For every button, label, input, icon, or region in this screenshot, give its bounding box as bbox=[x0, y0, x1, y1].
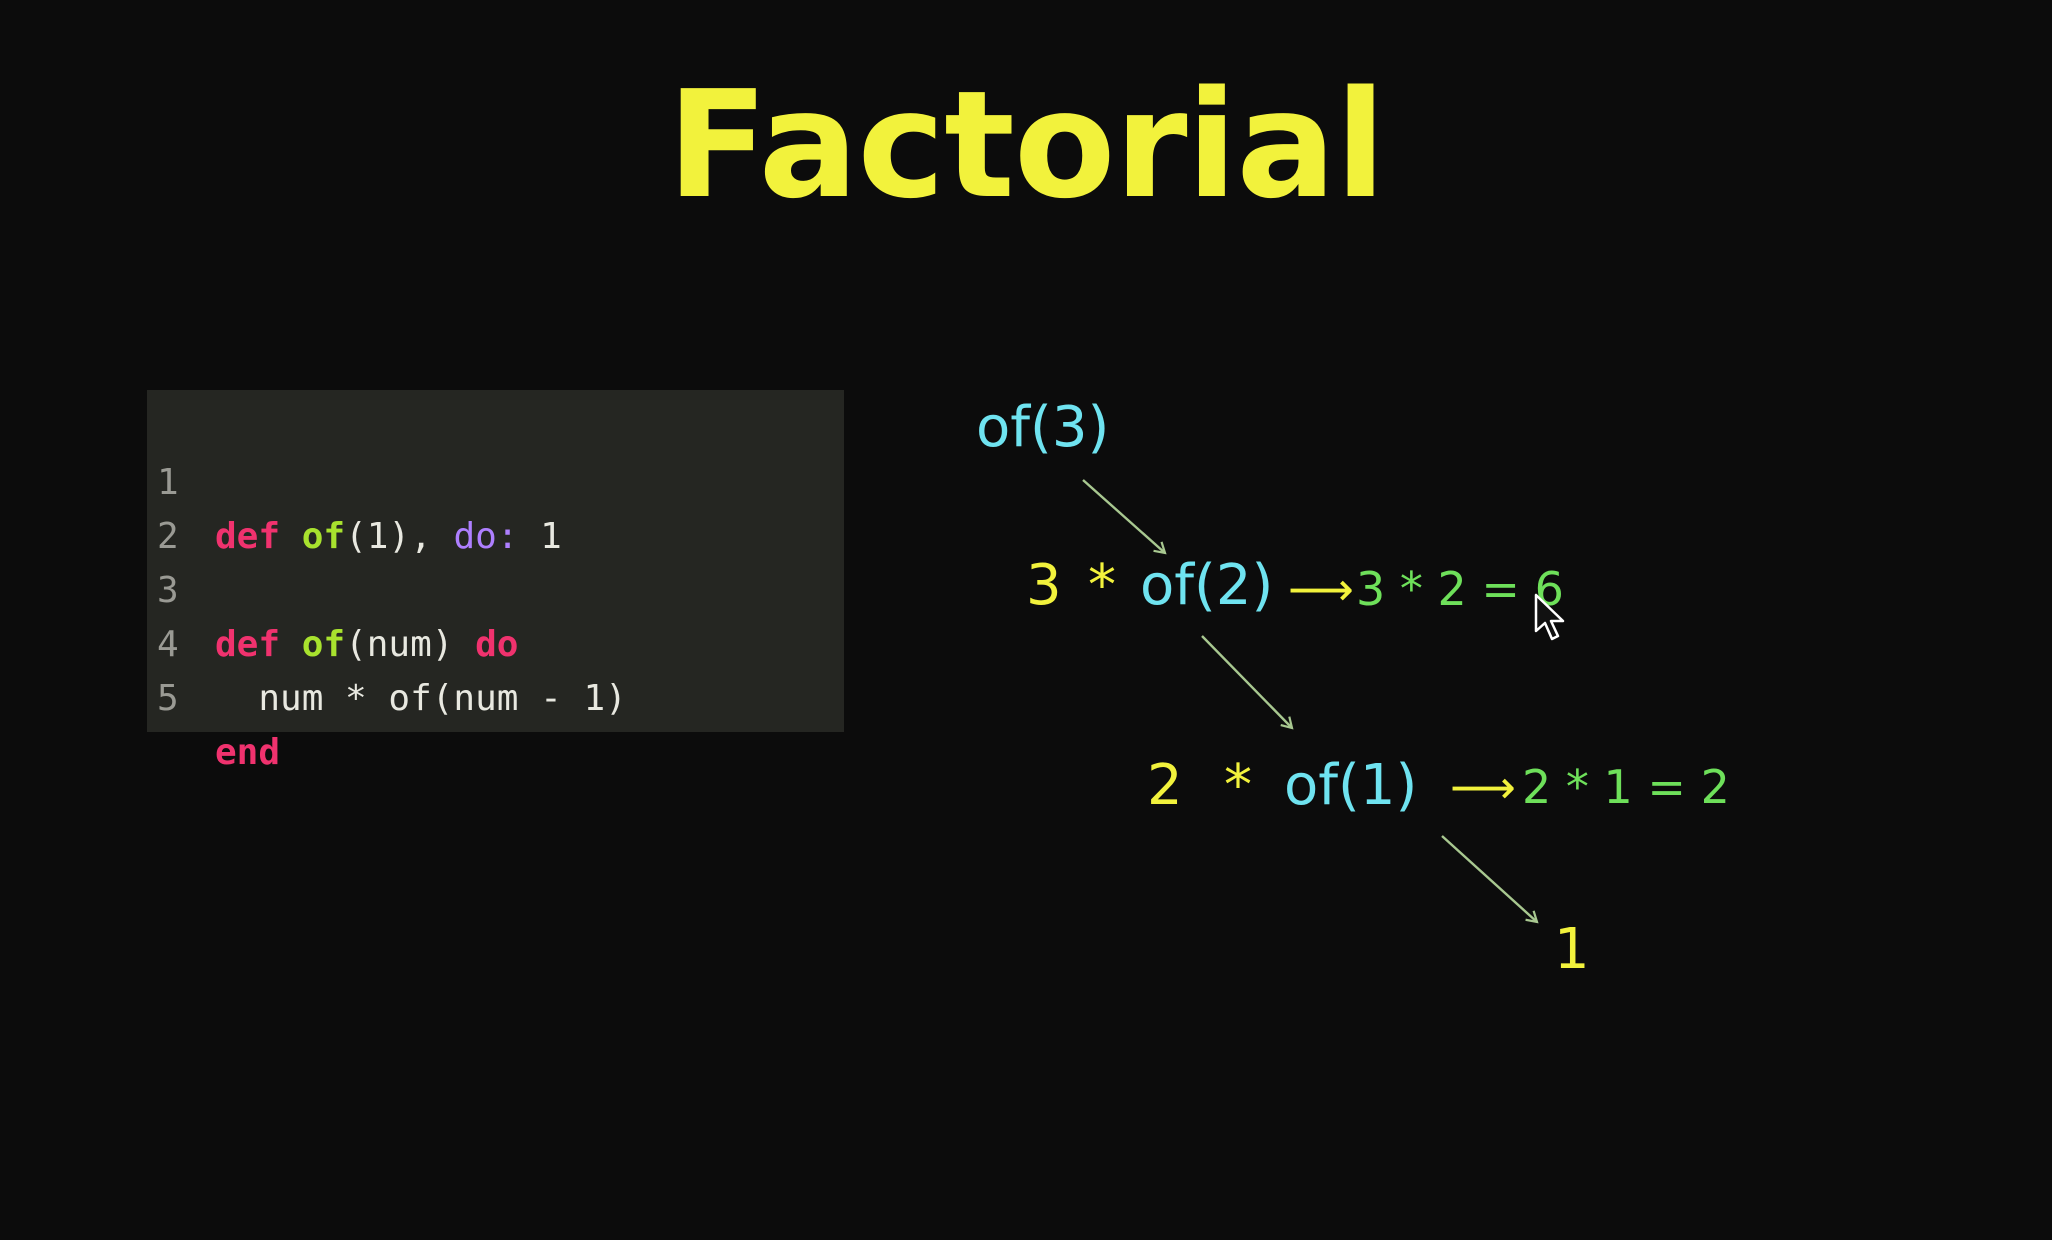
connector-arrow-2 bbox=[1201, 635, 1294, 730]
code-keyword-def: def bbox=[215, 516, 281, 557]
code-body: num * of(num - 1) bbox=[215, 678, 627, 719]
code-content: def of(1), do: 1 bbox=[215, 510, 562, 564]
code-content: end bbox=[215, 726, 280, 780]
level2-multiplier: 2 bbox=[1147, 753, 1183, 818]
code-args: (num) bbox=[345, 624, 476, 665]
code-line-5: 5 end bbox=[147, 618, 280, 773]
code-value: 1 bbox=[518, 516, 562, 557]
connector-arrow-1 bbox=[1082, 479, 1167, 555]
slide-title: Factorial bbox=[667, 59, 1386, 231]
level1-result: 3 * 2 = 6 bbox=[1356, 562, 1564, 616]
code-content: num * of(num - 1) bbox=[215, 672, 627, 726]
level2-arrow: ⟶ bbox=[1450, 760, 1516, 814]
code-content: def of(num) do bbox=[215, 618, 518, 672]
level2-call: of(1) bbox=[1284, 753, 1418, 818]
mouse-cursor-icon bbox=[1534, 593, 1565, 641]
code-function-name: of bbox=[301, 624, 346, 665]
code-line-2: 2 bbox=[147, 456, 277, 557]
line-number: 5 bbox=[157, 678, 179, 719]
base-case-value: 1 bbox=[1554, 917, 1590, 982]
connector-arrow-3 bbox=[1441, 835, 1539, 924]
code-keyword-do: do bbox=[475, 624, 519, 665]
code-line-4: 4 num * of(num - 1) bbox=[147, 564, 627, 719]
line-number: 3 bbox=[157, 570, 179, 611]
code-args: (1), bbox=[345, 516, 454, 557]
code-line-3: 3 def of(num) do bbox=[147, 510, 518, 665]
code-keyword-def: def bbox=[215, 624, 281, 665]
level1-multiplier: 3 bbox=[1026, 553, 1062, 618]
code-panel: 1 def of(1), do: 1 2 3 def of(num) do 4 … bbox=[147, 390, 844, 773]
line-number: 1 bbox=[157, 462, 179, 503]
line-number: 2 bbox=[157, 516, 179, 557]
level1-operator: * bbox=[1088, 553, 1116, 618]
code-function-name: of bbox=[301, 516, 346, 557]
code-atom-do: do: bbox=[453, 516, 519, 557]
level1-arrow: ⟶ bbox=[1288, 562, 1354, 616]
code-keyword-end: end bbox=[215, 732, 281, 773]
level1-call: of(2) bbox=[1140, 553, 1274, 618]
level2-result: 2 * 1 = 2 bbox=[1522, 760, 1730, 814]
root-call: of(3) bbox=[976, 395, 1110, 460]
level2-operator: * bbox=[1224, 753, 1252, 818]
line-number: 4 bbox=[157, 624, 179, 665]
code-line-1: 1 def of(1), do: 1 bbox=[147, 402, 562, 557]
